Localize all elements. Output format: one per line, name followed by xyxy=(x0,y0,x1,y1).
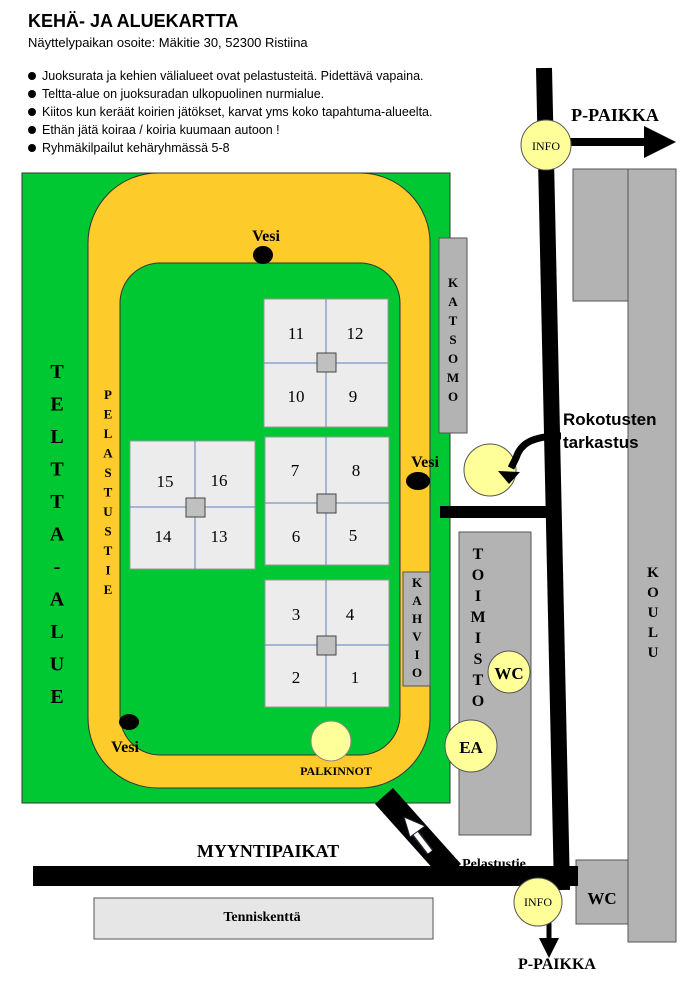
rules-list: Juoksurata ja kehien välialueet ovat pel… xyxy=(28,67,432,157)
water-label: Vesi xyxy=(252,228,280,245)
rule-item: Ethän jätä koiraa / koiria kuumaan autoo… xyxy=(28,121,432,139)
wc-label: WC xyxy=(494,664,523,683)
ring-group-lower: 3 4 2 1 xyxy=(264,579,390,708)
bullet-icon xyxy=(28,90,36,98)
bullet-icon xyxy=(28,108,36,116)
venue-address: Näyttelypaikan osoite: Mäkitie 30, 52300… xyxy=(28,35,308,50)
ring-number: 15 xyxy=(157,472,174,491)
ring-number: 16 xyxy=(211,471,228,490)
rescue-road-arrow-icon xyxy=(403,816,434,855)
tennis-court xyxy=(93,897,434,940)
vaccination-label: tarkastus xyxy=(563,433,639,452)
rescue-road-label: Pelastustie xyxy=(462,857,526,872)
vaccination-arrow-head-icon xyxy=(498,471,520,484)
school-wing xyxy=(572,168,630,302)
school xyxy=(627,168,677,943)
parking-label-top: P-PAIKKA xyxy=(571,105,659,125)
ring-number: 1 xyxy=(351,668,360,687)
info-label: INFO xyxy=(524,895,552,909)
bullet-icon xyxy=(28,144,36,152)
parking-label-bottom: P-PAIKKA xyxy=(518,956,596,973)
water-point-bottom xyxy=(119,714,139,730)
main-road xyxy=(536,67,570,891)
bullet-icon xyxy=(28,126,36,134)
grandstand xyxy=(438,237,468,434)
sales-label: MYYNTIPAIKAT xyxy=(197,841,339,861)
ring-number: 14 xyxy=(155,527,173,546)
prizes-marker xyxy=(310,720,352,762)
ring-number: 5 xyxy=(349,526,358,545)
water-label: Vesi xyxy=(111,739,139,756)
ring-number: 9 xyxy=(349,387,358,406)
water-point-right xyxy=(406,472,430,490)
ring-number: 3 xyxy=(292,605,301,624)
map-title: KEHÄ- JA ALUEKARTTA xyxy=(28,11,239,31)
info-label: INFO xyxy=(532,139,560,153)
prizes-label: PALKINNOT xyxy=(300,764,372,778)
ring-group-left: 15 16 14 13 xyxy=(129,440,256,570)
ring-number: 8 xyxy=(352,461,361,480)
rule-item: Ryhmäkilpailut kehäryhmässä 5-8 xyxy=(28,139,432,157)
rule-item: Juoksurata ja kehien välialueet ovat pel… xyxy=(28,67,432,85)
cafe xyxy=(402,571,431,687)
water-point-top xyxy=(253,246,273,264)
wc-building-label: WC xyxy=(587,889,616,908)
wc-marker xyxy=(487,650,531,694)
ring-number: 13 xyxy=(211,527,228,546)
tennis-label: Tenniskenttä xyxy=(223,910,300,925)
ring-group-middle: 7 8 6 5 xyxy=(264,436,390,566)
water-label: Vesi xyxy=(411,454,439,471)
rule-item: Teltta-alue on juoksuradan ulkopuolinen … xyxy=(28,85,432,103)
ring-number: 10 xyxy=(288,387,305,406)
ring-group-upper: 11 12 10 9 xyxy=(263,298,389,428)
vaccination-label: Rokotusten xyxy=(563,410,657,429)
info-marker-top xyxy=(520,119,572,171)
vaccination-arrow-icon xyxy=(507,432,562,470)
first-aid-label: EA xyxy=(459,738,483,757)
rule-item: Kiitos kun keräät koirien jätökset, karv… xyxy=(28,103,432,121)
ring-number: 12 xyxy=(347,324,364,343)
first-aid-marker xyxy=(444,719,498,773)
vaccination-marker xyxy=(463,443,517,497)
ring-number: 6 xyxy=(292,527,301,546)
bullet-icon xyxy=(28,72,36,80)
ring-number: 11 xyxy=(288,324,304,343)
info-marker-bottom xyxy=(513,877,563,927)
wc-building xyxy=(575,859,629,925)
ring-number: 4 xyxy=(346,605,355,624)
ring-number: 2 xyxy=(292,668,301,687)
ring-number: 7 xyxy=(291,461,300,480)
